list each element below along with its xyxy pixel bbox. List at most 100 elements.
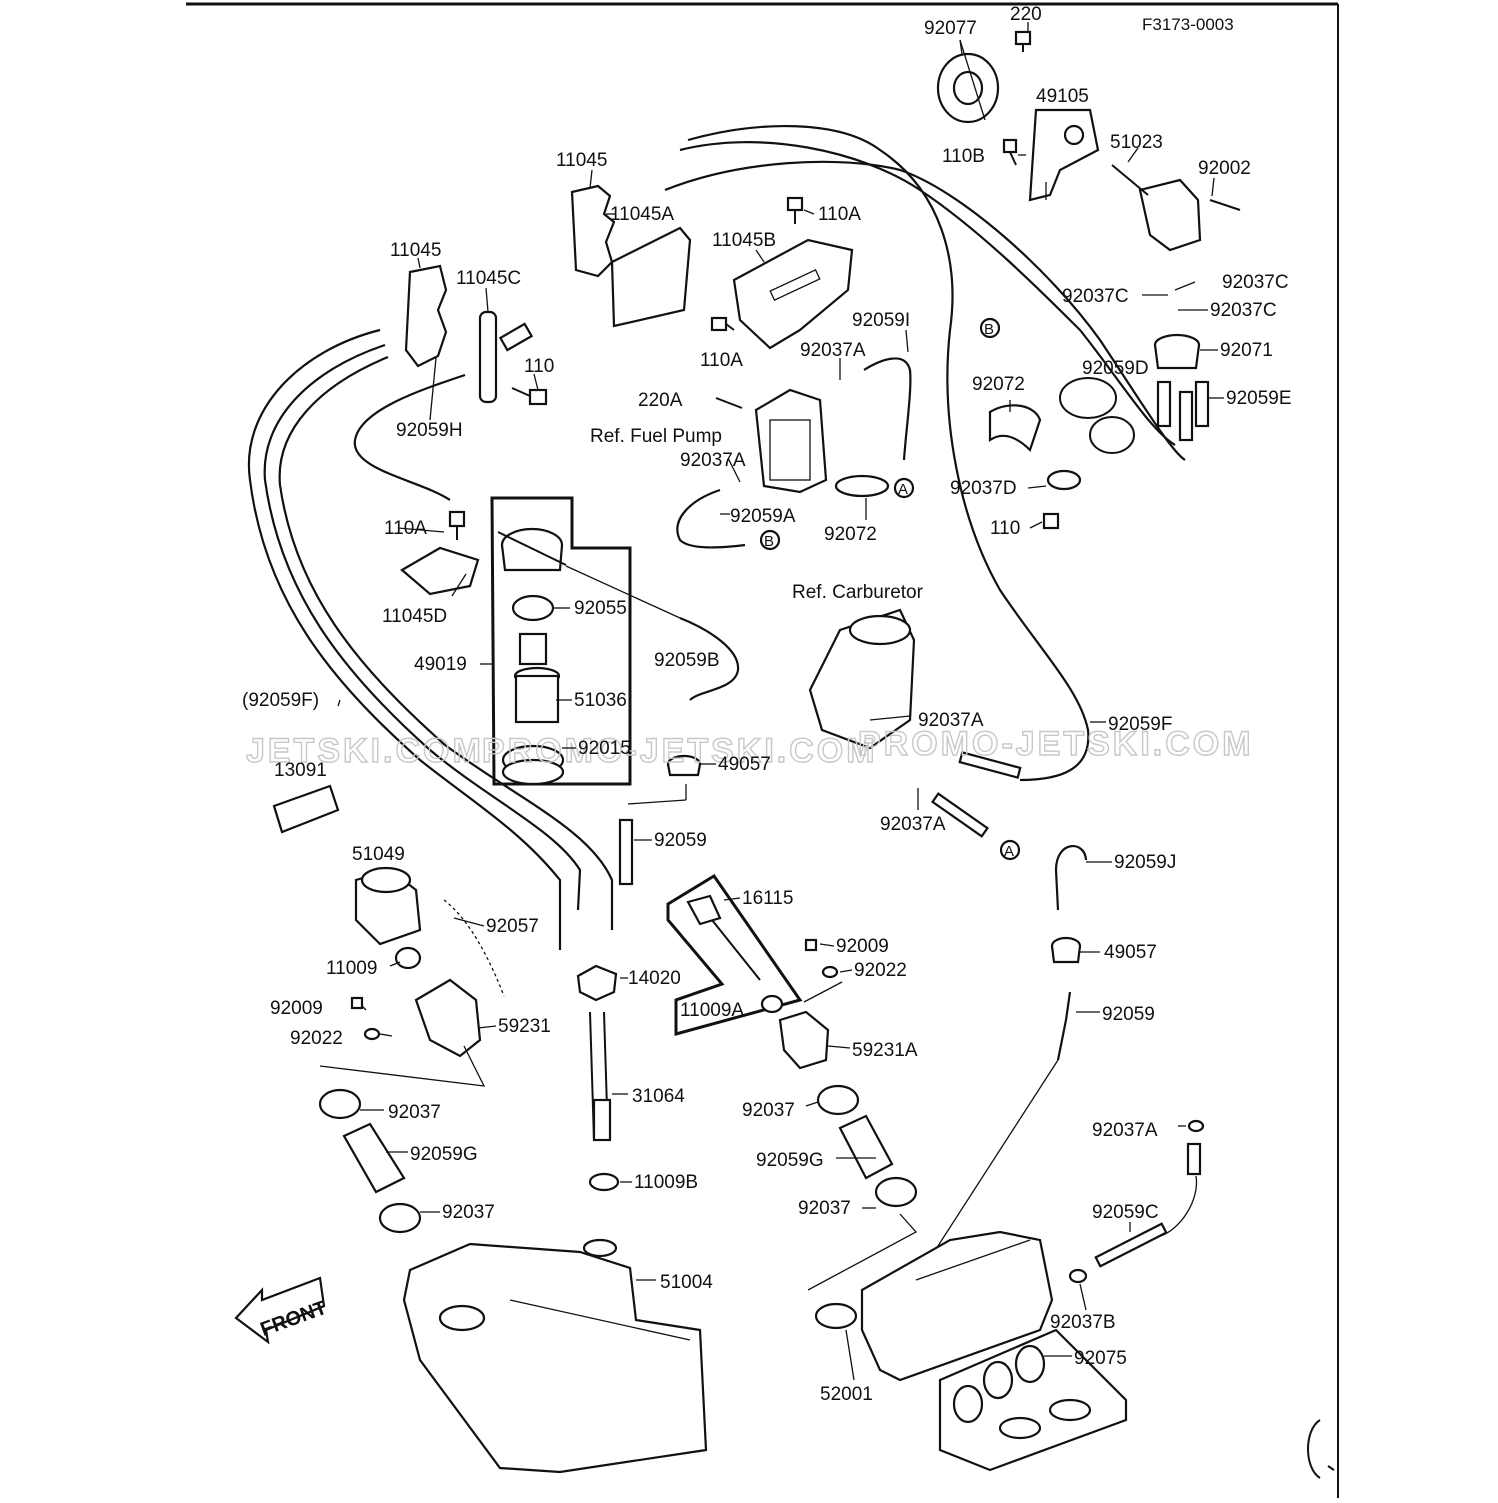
label-59231: 59231 xyxy=(498,1016,551,1037)
part-11009a-washer xyxy=(760,994,784,1014)
hose-92059f-left xyxy=(247,328,614,950)
part-51023-valve xyxy=(1111,164,1241,252)
label-92022-center: 92022 xyxy=(854,960,907,981)
corner-mark xyxy=(1307,1419,1335,1479)
label-92037-center-2: 92037 xyxy=(798,1198,851,1219)
label-92037-left-2: 92037 xyxy=(442,1202,495,1223)
part-59231-filler-neck xyxy=(414,978,482,1058)
label-92059g-left: 92059G xyxy=(410,1144,478,1165)
part-11045a-bracket xyxy=(610,226,692,328)
part-92037a-tube2 xyxy=(931,792,989,838)
marker-a-2: A xyxy=(999,839,1021,861)
label-13091: 13091 xyxy=(274,760,327,781)
part-92059-tube-center xyxy=(618,818,634,886)
marker-a-1: A xyxy=(893,477,915,499)
watermark-mid: PROMO-JETSKI.COM xyxy=(482,732,878,770)
svg-text:A: A xyxy=(898,481,908,498)
svg-text:A: A xyxy=(1004,843,1014,860)
part-92077-cap xyxy=(936,39,1000,124)
label-92055: 92055 xyxy=(574,598,627,619)
part-13091-clip xyxy=(272,784,340,834)
line-clamp-to-52001 xyxy=(807,1213,918,1291)
label-110a-left: 110A xyxy=(384,518,427,539)
part-92059e-tube-3 xyxy=(1194,380,1210,428)
box-49019 xyxy=(490,496,632,786)
label-11045d: 11045D xyxy=(382,606,447,627)
label-110: 110 xyxy=(524,356,554,377)
part-92009-screw-left xyxy=(350,996,364,1010)
part-92059e-tube-1 xyxy=(1156,380,1172,428)
label-92059-center: 92059 xyxy=(654,830,707,851)
leader-lines xyxy=(337,22,1224,1381)
part-110-bolt xyxy=(511,387,548,406)
clamp-92072-right xyxy=(988,404,1042,453)
part-110-bolt-right xyxy=(1042,512,1060,530)
marker-b-2: B xyxy=(979,317,1001,339)
part-92059g-hose-left xyxy=(342,1122,406,1194)
label-11045-left: 11045 xyxy=(390,240,441,261)
part-51049-cap xyxy=(354,866,422,946)
part-92022-washer-center xyxy=(821,965,839,979)
label-92075: 92075 xyxy=(1074,1348,1127,1369)
ref-code: F3173-0003 xyxy=(1142,15,1234,34)
label-11009b: 11009B xyxy=(634,1172,698,1193)
hose-92059b xyxy=(679,616,740,701)
part-tube-right xyxy=(1186,1142,1202,1176)
label-110a-top: 110A xyxy=(818,204,861,225)
part-51036-filter xyxy=(513,666,561,724)
label-49105: 49105 xyxy=(1036,86,1089,107)
label-92059a: 92059A xyxy=(730,506,796,527)
label-49019: 49019 xyxy=(414,654,467,675)
svg-text:B: B xyxy=(984,321,994,338)
label-11045a: 11045A xyxy=(610,204,674,225)
label-92015: 92015 xyxy=(578,738,631,759)
part-110a-bolt-top xyxy=(786,196,804,224)
part-110a-bolt-mid xyxy=(710,316,735,332)
part-spring xyxy=(518,632,548,666)
label-92037a-1: 92037A xyxy=(800,340,866,361)
part-52001-reservoir xyxy=(814,1230,1054,1382)
part-92059e-tube-2 xyxy=(1178,390,1194,442)
svg-text:B: B xyxy=(764,533,774,550)
label-110a-mid: 110A xyxy=(700,350,743,371)
label-92022-left: 92022 xyxy=(290,1028,343,1049)
part-92059d-loop xyxy=(1059,377,1117,419)
part-16115-gauge xyxy=(686,894,761,981)
label-92037d: 92037D xyxy=(950,478,1017,499)
hose-92059f-top xyxy=(664,124,1186,782)
label-92059g-center: 92059G xyxy=(756,1150,824,1171)
label-11009: 11009 xyxy=(326,958,377,979)
label-92037-center-1: 92037 xyxy=(742,1100,795,1121)
part-31064-sender xyxy=(589,1011,612,1142)
clamp-92072-center xyxy=(834,474,890,498)
part-49057-filter-left xyxy=(666,754,702,777)
label-11045b: 11045B xyxy=(712,230,776,251)
label-92059f-left: (92059F) xyxy=(242,690,319,711)
label-49057-right: 49057 xyxy=(1104,942,1157,963)
label-14020: 14020 xyxy=(628,968,681,989)
label-51049: 51049 xyxy=(352,844,405,865)
bolt-220a xyxy=(715,397,743,409)
part-92037a-clip-right xyxy=(1187,1119,1205,1133)
part-92037b-clip xyxy=(1068,1268,1088,1284)
label-16115: 16115 xyxy=(742,888,793,909)
label-92037a-5: 92037A xyxy=(1092,1120,1158,1141)
part-11009b-washer xyxy=(588,1172,620,1192)
part-92071-cap xyxy=(1153,333,1201,370)
part-11045c-strap xyxy=(478,310,498,404)
part-92022-washer-left xyxy=(363,1027,381,1041)
part-11045b-bracket xyxy=(732,238,854,350)
label-92059d: 92059D xyxy=(1082,358,1149,379)
label-92037-left-1: 92037 xyxy=(388,1102,441,1123)
label-ref-fuel-pump: Ref. Fuel Pump xyxy=(590,426,722,447)
front-arrow-icon: FRONT xyxy=(234,1276,330,1345)
part-110a-bolt-left xyxy=(448,510,466,540)
part-92037-clamp-c2 xyxy=(874,1176,918,1208)
label-92009-left: 92009 xyxy=(270,998,323,1019)
label-52001: 52001 xyxy=(820,1384,873,1405)
label-92071: 92071 xyxy=(1220,340,1273,361)
label-92072-center: 92072 xyxy=(824,524,877,545)
label-92059e: 92059E xyxy=(1226,388,1292,409)
